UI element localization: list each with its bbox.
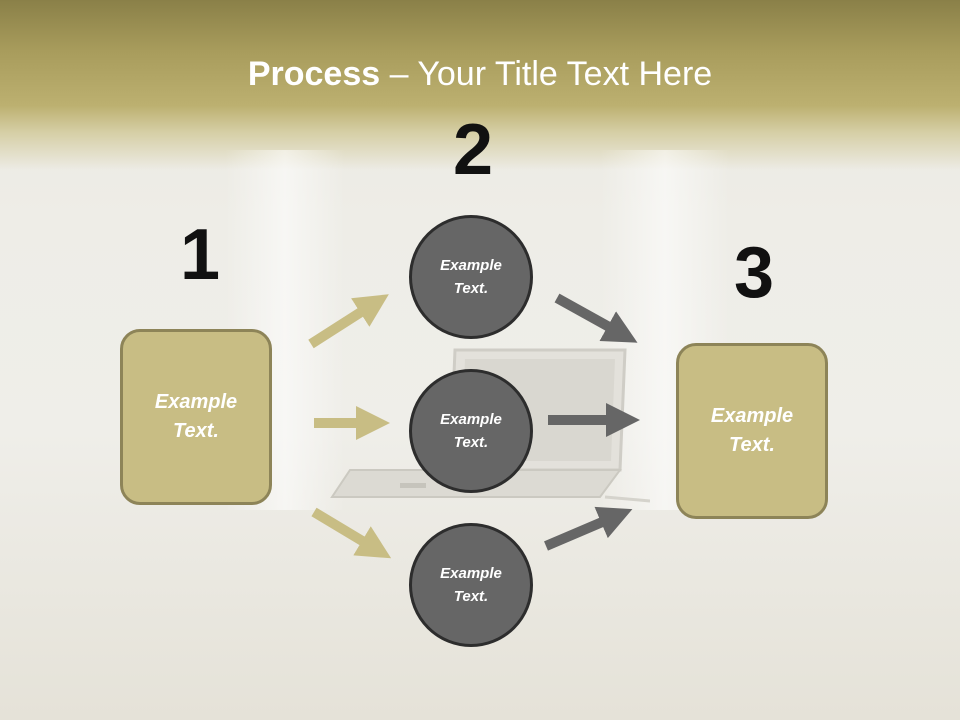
step-number-3: 3: [733, 233, 775, 313]
box-right-line-2: Text.: [729, 434, 775, 456]
process-circle-middle: Example Text.: [409, 369, 533, 493]
process-box-right: Example Text.: [676, 343, 828, 519]
step-number-1: 1: [179, 215, 221, 295]
circle-top-line-1: Example: [440, 257, 502, 274]
step-number-2: 2: [452, 110, 494, 190]
title-bold: Process: [247, 55, 381, 93]
arrow-circle-top-to-box3: [554, 293, 638, 343]
box-left-line-1: Example: [154, 391, 238, 413]
process-circle-top: Example Text.: [409, 215, 533, 339]
arrow-circle-bottom-to-box3: [544, 506, 633, 551]
arrow-box1-to-circle-top: [308, 294, 389, 349]
slide-title: Process – Your Title Text Here: [0, 52, 960, 96]
circle-bottom-line-2: Text.: [453, 588, 489, 605]
circle-middle-line-2: Text.: [453, 434, 489, 451]
process-circle-bottom: Example Text.: [409, 523, 533, 647]
box-right-line-1: Example: [710, 405, 794, 427]
arrow-box1-to-circle-bottom: [311, 507, 392, 559]
box-left-line-2: Text.: [173, 420, 219, 442]
header-band: [0, 0, 960, 170]
title-rest: – Your Title Text Here: [380, 55, 713, 93]
circle-bottom-line-1: Example: [440, 565, 502, 582]
circle-top-line-2: Text.: [453, 280, 489, 297]
circle-middle-line-1: Example: [440, 411, 502, 428]
process-box-left: Example Text.: [120, 329, 272, 505]
